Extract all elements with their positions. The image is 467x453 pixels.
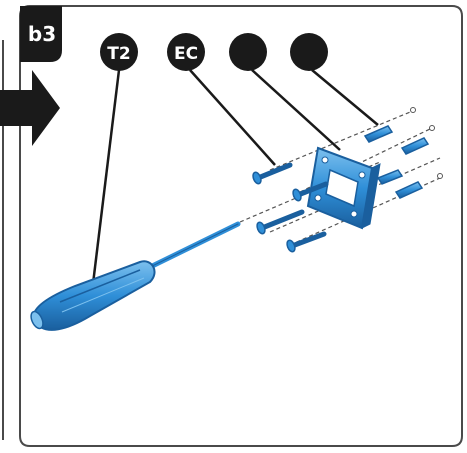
step-frame xyxy=(20,6,462,446)
callout-t2: T2 xyxy=(100,33,138,71)
callout-4 xyxy=(290,33,328,71)
step-label: b3 xyxy=(28,22,56,46)
callout-label-ec: EC xyxy=(174,44,198,64)
callout-label-t2: T2 xyxy=(107,44,130,64)
callout-3 xyxy=(229,33,267,71)
callout-ec: EC xyxy=(167,33,205,71)
